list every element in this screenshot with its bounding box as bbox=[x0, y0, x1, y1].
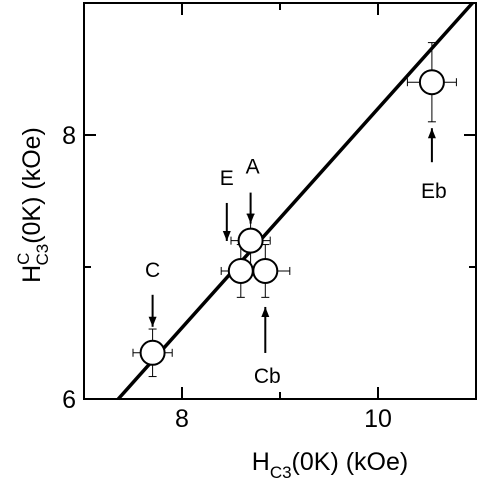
y-axis-title-sub: C3 bbox=[33, 244, 52, 266]
x-axis-title-main: H bbox=[252, 448, 270, 476]
y-axis-title: HCC3(0K) (kOe) bbox=[14, 127, 52, 283]
y-axis-title-main: H bbox=[18, 265, 46, 283]
annotation-arrowhead-c bbox=[148, 316, 157, 327]
annotation-label-e: E bbox=[220, 167, 234, 190]
tick-marks bbox=[83, 2, 477, 400]
tick-labels: 8 10 6 8 bbox=[62, 122, 392, 433]
annotation-label-eb: Eb bbox=[421, 180, 447, 203]
data-point-c bbox=[139, 339, 166, 366]
fit-line-group bbox=[116, 1, 474, 401]
y-axis-title-sup: C bbox=[14, 253, 33, 265]
x-axis-title: HC3(0K) (kOe) bbox=[252, 448, 408, 482]
x-axis-title-rest: (0K) (kOe) bbox=[292, 448, 409, 476]
fit-line bbox=[116, 1, 474, 401]
y-tick-label: 8 bbox=[62, 122, 76, 150]
data-point-eb bbox=[418, 69, 445, 96]
x-axis-title-sub: C3 bbox=[270, 463, 292, 482]
annotation-label-a: A bbox=[246, 156, 260, 179]
x-tick-label: 8 bbox=[175, 405, 189, 433]
data-point-cb bbox=[252, 257, 279, 284]
annotation-arrowhead-e bbox=[222, 230, 231, 241]
y-tick-label: 6 bbox=[62, 386, 76, 414]
x-tick-label: 10 bbox=[364, 405, 392, 433]
annotation-arrowhead-eb bbox=[427, 128, 436, 139]
y-axis-title-rest: (0K) (kOe) bbox=[18, 127, 46, 244]
annotation-label-cb: Cb bbox=[254, 365, 281, 388]
data-points bbox=[139, 69, 445, 366]
annotation-label-c: C bbox=[145, 259, 160, 282]
annotation-arrowhead-a bbox=[246, 213, 255, 224]
data-point-a bbox=[237, 227, 264, 254]
data-point-e bbox=[227, 257, 254, 284]
annotation-arrowhead-cb bbox=[261, 306, 270, 317]
